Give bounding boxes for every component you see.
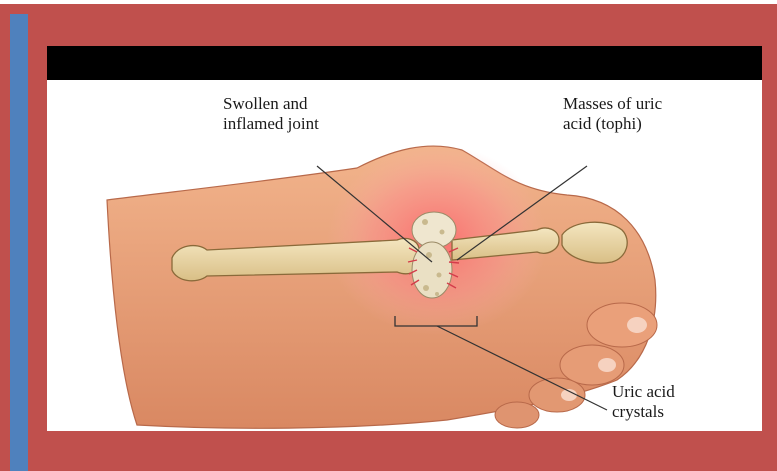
- label-swollen-joint: Swollen and inflamed joint: [223, 94, 319, 134]
- figure-header-bar: [47, 46, 762, 80]
- toenail-second: [627, 317, 647, 333]
- toe-fifth: [495, 402, 539, 428]
- label-swollen-line2: inflamed joint: [223, 114, 319, 134]
- top-edge: [0, 0, 777, 4]
- label-uric-acid-crystals: Uric acid crystals: [612, 382, 675, 422]
- label-tophi-line1: Masses of uric: [563, 94, 662, 114]
- label-tophi-line2: acid (tophi): [563, 114, 662, 134]
- label-tophi: Masses of uric acid (tophi): [563, 94, 662, 134]
- label-swollen-line1: Swollen and: [223, 94, 319, 114]
- label-crystals-line1: Uric acid: [612, 382, 675, 402]
- toenail-third: [598, 358, 616, 372]
- gout-figure: Swollen and inflamed joint Masses of uri…: [47, 46, 762, 431]
- accent-bar: [10, 14, 28, 471]
- label-crystals-line2: crystals: [612, 402, 675, 422]
